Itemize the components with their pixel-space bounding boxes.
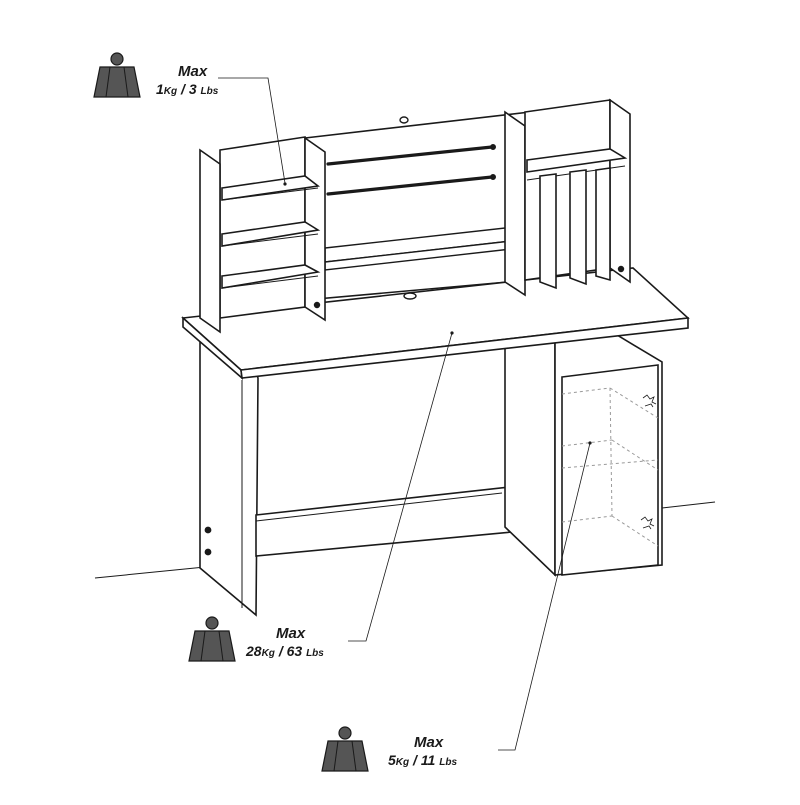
load-label-max: Max — [414, 734, 444, 751]
leader-desktop — [348, 332, 453, 642]
load-label-hutch-shelf: Max 1Kg / 3 Lbs — [156, 64, 218, 97]
leader-lines — [218, 77, 591, 751]
load-kg-value: 28 — [246, 643, 262, 659]
weight-icon — [93, 52, 141, 98]
hutch-top-hook — [399, 116, 409, 124]
load-separator: / — [181, 81, 185, 97]
weight-icon — [321, 726, 369, 772]
load-lbs-value: 63 — [286, 643, 303, 659]
weight-icon — [188, 616, 236, 662]
floor-line-left — [94, 566, 206, 579]
load-kg-unit: Kg — [261, 648, 275, 659]
floor-line-right — [661, 501, 716, 509]
load-kg-unit: Kg — [163, 86, 178, 97]
load-label-max: Max — [276, 625, 306, 642]
cabinet-hinges — [640, 394, 657, 530]
hutch-back — [304, 111, 531, 301]
load-kg-value: 5 — [388, 752, 396, 768]
load-kg-value: 1 — [156, 81, 164, 97]
leader-dots — [283, 182, 592, 445]
hanging-rails — [326, 144, 496, 196]
cabinet-hidden-shelves — [561, 387, 659, 547]
load-lbs-unit: Lbs — [200, 86, 219, 97]
load-lbs-unit: Lbs — [306, 648, 324, 659]
load-kg-unit: Kg — [395, 757, 410, 768]
load-separator: / — [413, 752, 417, 768]
load-label-desktop: Max 28Kg / 63 Lbs — [246, 626, 324, 659]
load-lbs-unit: Lbs — [439, 757, 458, 768]
leader-hutch-shelf — [218, 77, 286, 184]
hutch-left-tower — [199, 136, 326, 334]
hutch-center-divider — [504, 110, 526, 297]
desktop-top — [181, 267, 690, 380]
load-label-cabinet-shelf: Max 5Kg / 11 Lbs — [388, 735, 457, 768]
leader-cabinet — [498, 442, 591, 751]
modesty-panel — [255, 486, 513, 557]
load-lbs-value: 11 — [420, 752, 436, 768]
right-cabinet — [504, 331, 663, 577]
desktop-grommet — [403, 292, 417, 300]
hutch-right-tower — [524, 98, 631, 290]
load-separator: / — [278, 643, 283, 659]
load-lbs-value: 3 — [188, 81, 197, 97]
load-label-max: Max — [178, 63, 208, 80]
